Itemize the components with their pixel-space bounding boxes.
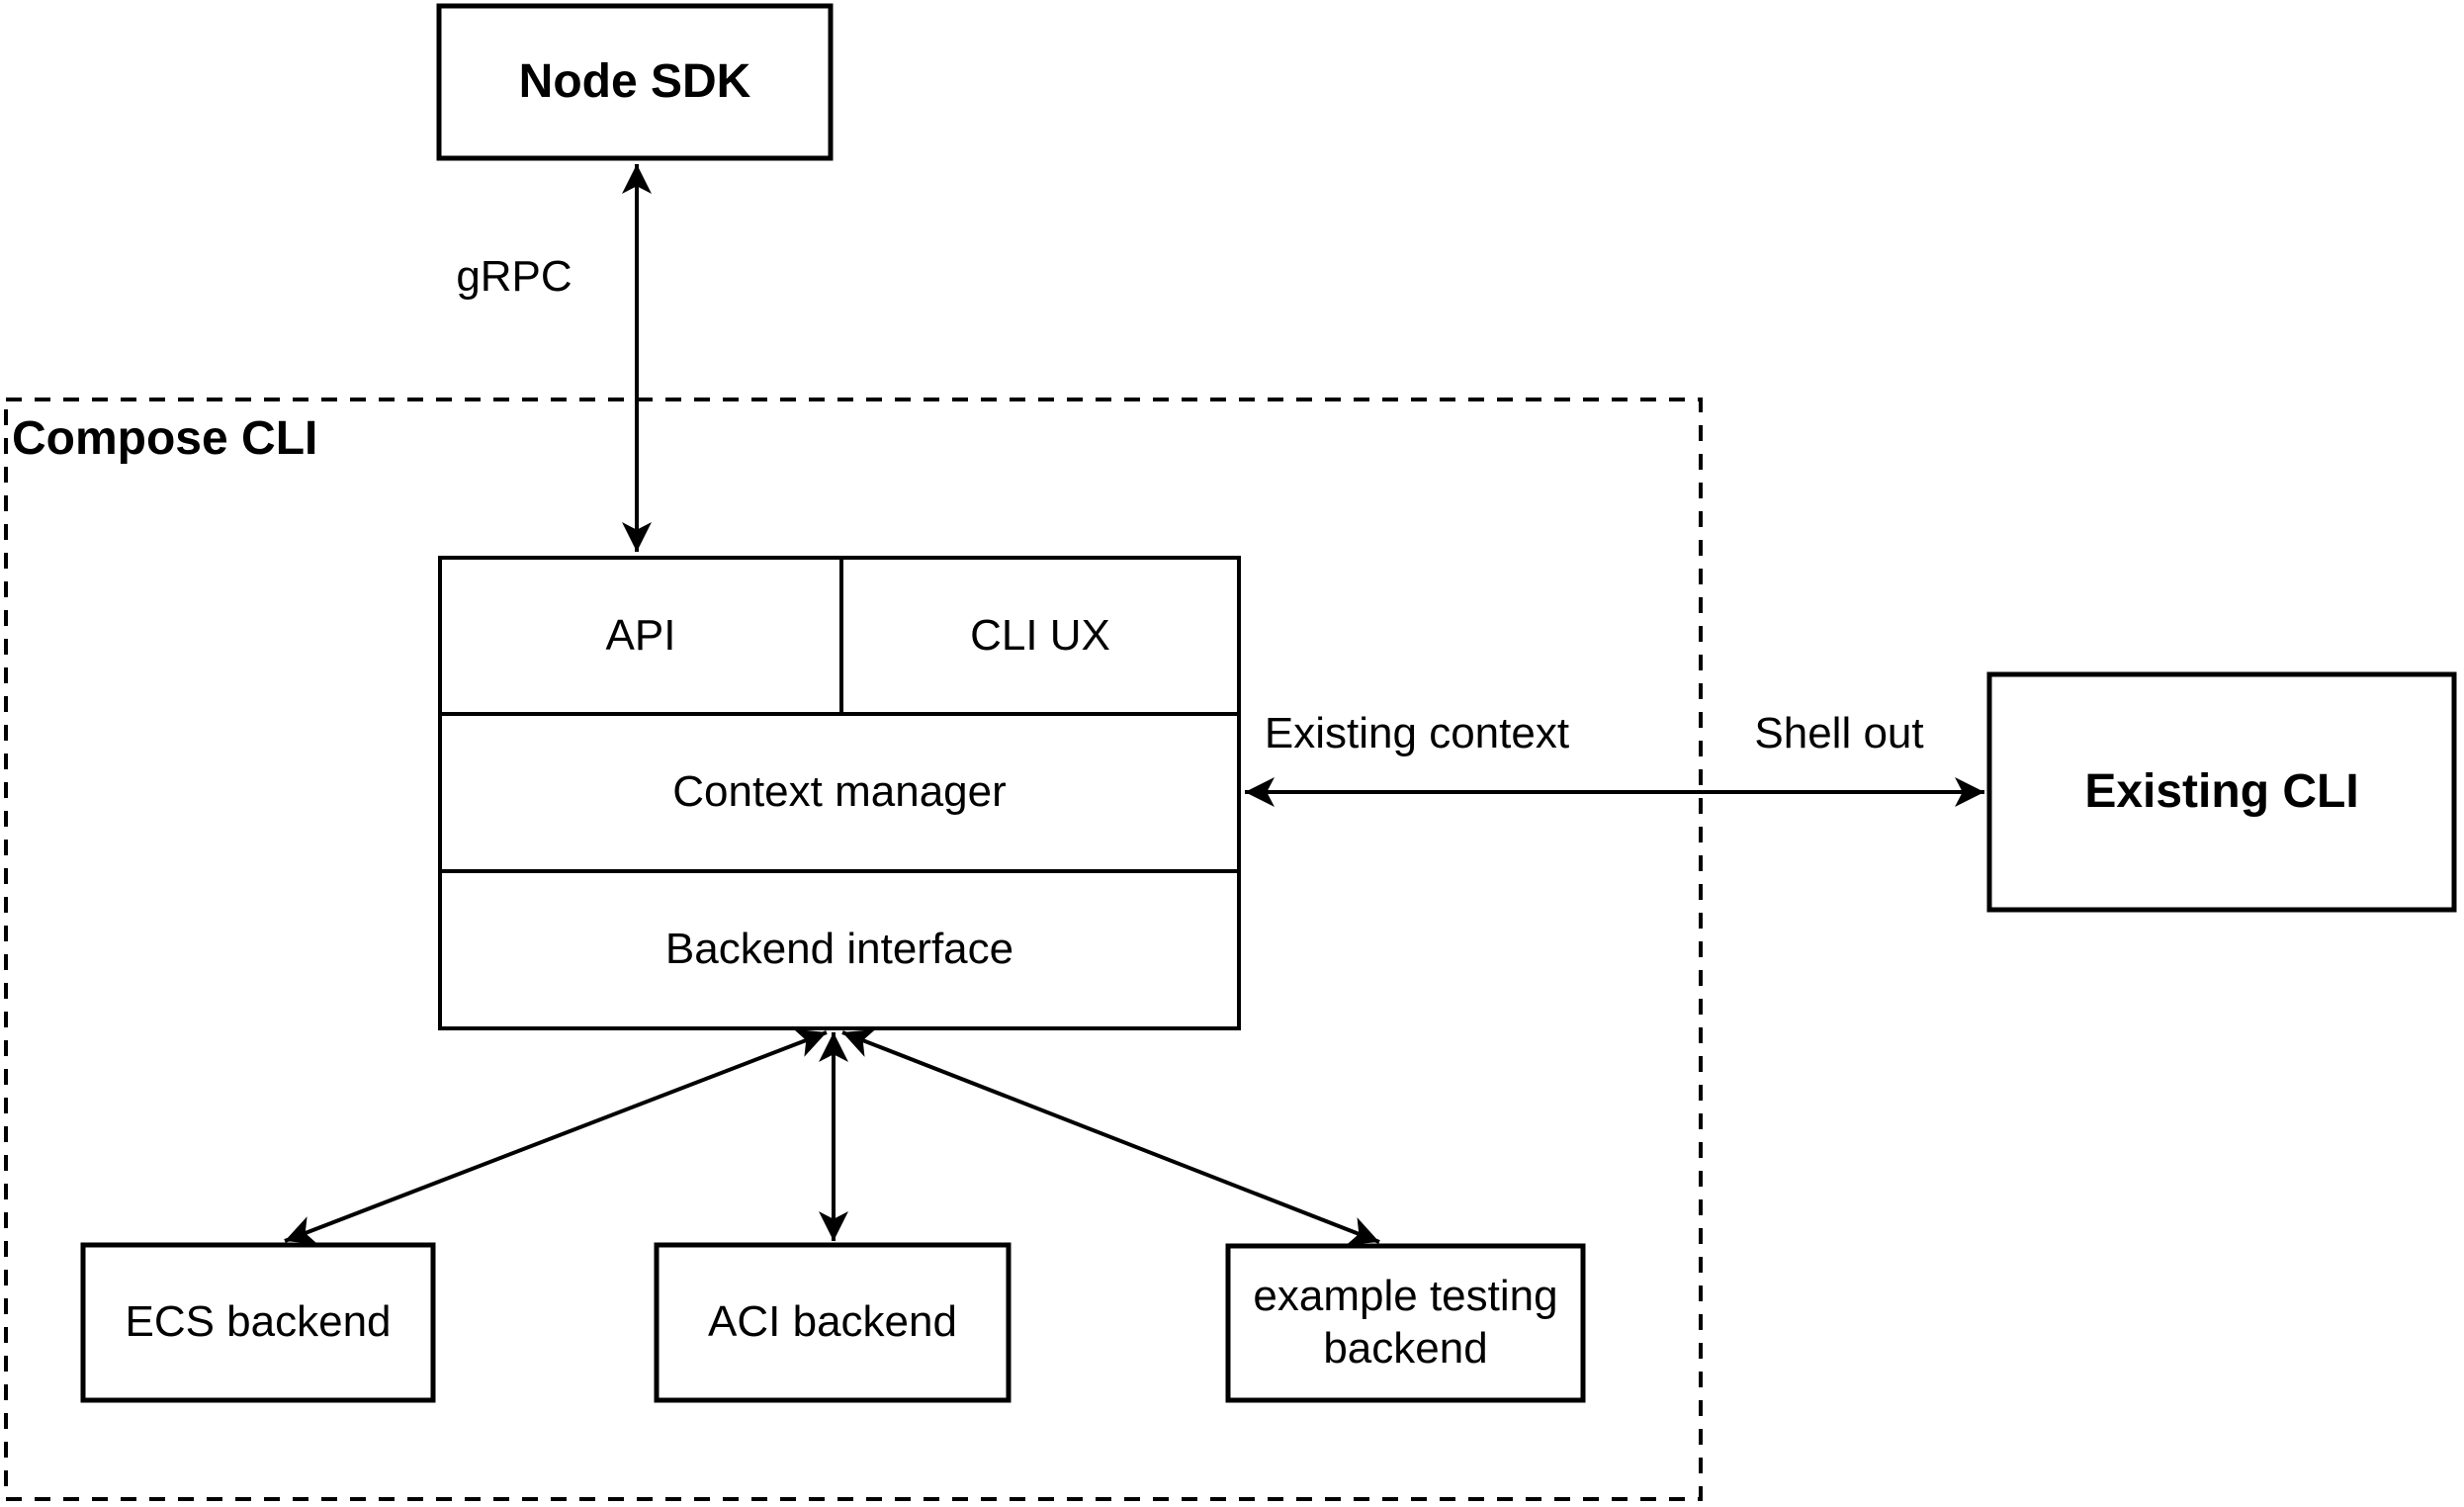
aci-backend-box: [654, 1242, 1012, 1403]
existing-context-edge-label: Existing context: [1264, 709, 1570, 757]
compose-cli-label: Compose CLI: [12, 412, 318, 465]
grpc-edge-label: gRPC: [456, 252, 572, 301]
ecs-backend-box: [80, 1242, 436, 1403]
compose-cli-container: [4, 398, 1703, 1501]
aci-backend-label: ACI backend: [708, 1297, 957, 1347]
example-testing-backend-box: [1225, 1243, 1586, 1403]
node-sdk-box: [436, 3, 834, 161]
cli-ux-label: CLI UX: [970, 610, 1110, 660]
ecs-backend-label: ECS backend: [125, 1297, 392, 1347]
api-label: API: [605, 610, 676, 660]
shell-out-edge-label: Shell out: [1754, 709, 1924, 757]
node-sdk-label: Node SDK: [518, 55, 751, 109]
backend-example-arrow: [841, 1028, 1380, 1246]
context-manager-label: Context manager: [672, 767, 1007, 817]
existing-cli-box: [1986, 671, 2457, 913]
backend-interface-label: Backend interface: [664, 925, 1014, 974]
example-testing-backend-label: example testing backend: [1253, 1272, 1558, 1373]
existing-cli-label: Existing CLI: [2084, 765, 2359, 819]
backend-ecs-arrow: [284, 1028, 828, 1245]
